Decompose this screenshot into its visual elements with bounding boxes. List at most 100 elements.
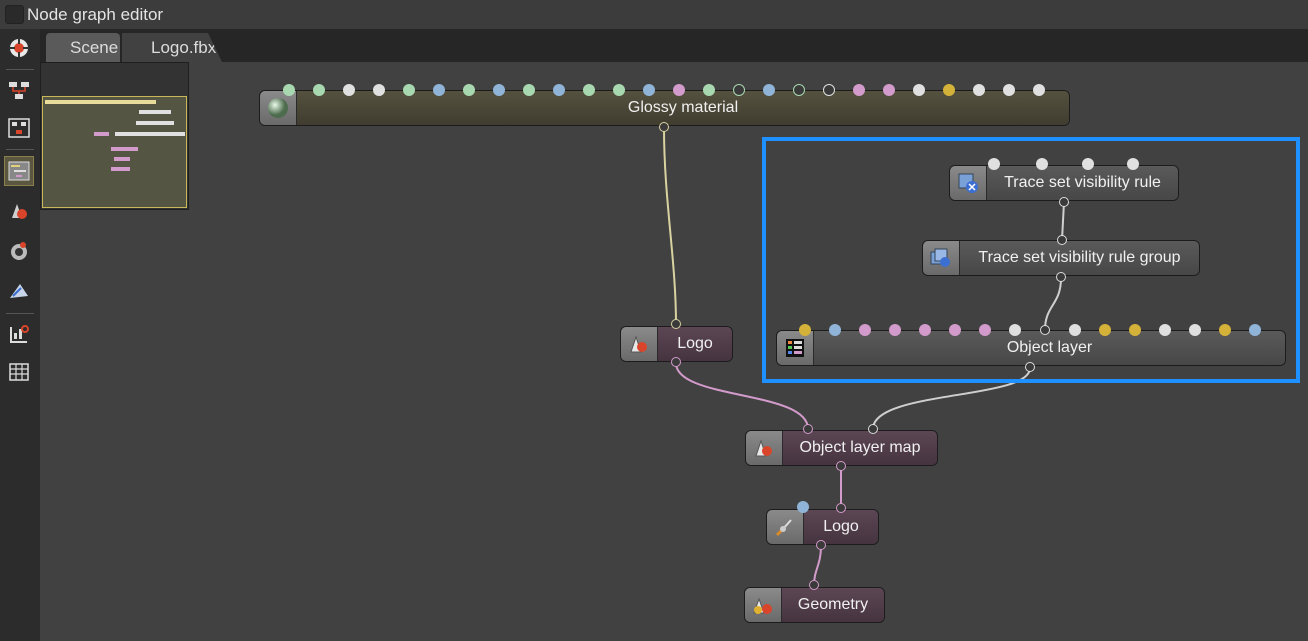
input-pin[interactable] — [1003, 84, 1015, 96]
node-title: Trace set visibility rule — [1004, 174, 1161, 191]
render-target-icon[interactable] — [4, 276, 34, 306]
input-pin[interactable] — [1189, 324, 1201, 336]
input-port[interactable] — [1057, 235, 1067, 245]
node-object-layer-map[interactable]: Object layer map — [745, 430, 938, 466]
input-pin[interactable] — [943, 84, 955, 96]
output-port[interactable] — [1056, 272, 1066, 282]
input-pin[interactable] — [853, 84, 865, 96]
node-title: Object layer — [1006, 339, 1093, 356]
trace-rule-group-icon — [923, 241, 960, 275]
input-pin[interactable] — [973, 84, 985, 96]
input-port[interactable] — [868, 424, 878, 434]
minimap-viewport[interactable] — [42, 96, 187, 208]
selection-box — [762, 137, 1300, 383]
window-titlebar: Node graph editor — [0, 0, 1308, 29]
output-port[interactable] — [659, 122, 669, 132]
input-port[interactable] — [809, 580, 819, 590]
input-pin[interactable] — [463, 84, 475, 96]
node-title: Logo — [677, 335, 713, 352]
input-pin[interactable] — [1082, 158, 1094, 170]
tab-scene[interactable]: Scene — [46, 33, 120, 62]
input-pin[interactable] — [949, 324, 961, 336]
input-pin[interactable] — [343, 84, 355, 96]
input-pin[interactable] — [797, 501, 809, 513]
tab-scene-label: Scene — [70, 38, 119, 57]
window-menu-icon[interactable] — [5, 5, 24, 24]
node-title: Logo — [823, 518, 859, 535]
output-port[interactable] — [836, 461, 846, 471]
camera-node-icon[interactable] — [4, 236, 34, 266]
input-port[interactable] — [1040, 325, 1050, 335]
input-pin[interactable] — [283, 84, 295, 96]
tab-bar: Scene ✕ Logo.fbx — [40, 29, 1308, 62]
input-pin[interactable] — [433, 84, 445, 96]
input-pin[interactable] — [523, 84, 535, 96]
output-port[interactable] — [671, 357, 681, 367]
graph-layout-icon[interactable] — [4, 76, 34, 106]
input-port[interactable] — [836, 503, 846, 513]
node-title: Trace set visibility rule group — [978, 249, 1181, 266]
graph-minimap[interactable] — [40, 62, 189, 210]
input-pin[interactable] — [1069, 324, 1081, 336]
transform-icon — [767, 510, 804, 544]
input-pin[interactable] — [403, 84, 415, 96]
graph-expand-icon[interactable] — [4, 113, 34, 143]
output-port[interactable] — [1025, 362, 1035, 372]
window-title: Node graph editor — [27, 5, 164, 24]
input-pin[interactable] — [988, 158, 1000, 170]
input-pin[interactable] — [919, 324, 931, 336]
input-pin[interactable] — [889, 324, 901, 336]
input-port[interactable] — [671, 319, 681, 329]
input-pin[interactable] — [913, 84, 925, 96]
node-title: Object layer map — [799, 439, 921, 456]
input-pin[interactable] — [823, 84, 835, 96]
input-pin[interactable] — [553, 84, 565, 96]
input-pin[interactable] — [829, 324, 841, 336]
input-pin[interactable] — [763, 84, 775, 96]
input-pin[interactable] — [733, 84, 745, 96]
mesh-icon — [621, 327, 658, 361]
input-port[interactable] — [803, 424, 813, 434]
input-pin[interactable] — [1036, 158, 1048, 170]
input-pin[interactable] — [979, 324, 991, 336]
node-geometry[interactable]: Geometry — [744, 587, 885, 623]
input-pin[interactable] — [1033, 84, 1045, 96]
input-pin[interactable] — [1009, 324, 1021, 336]
input-pin[interactable] — [1219, 324, 1231, 336]
input-pin[interactable] — [883, 84, 895, 96]
output-port[interactable] — [816, 540, 826, 550]
trace-rule-icon — [950, 166, 987, 200]
layer-map-icon — [746, 431, 783, 465]
material-node-icon[interactable] — [4, 196, 34, 226]
input-pin[interactable] — [1159, 324, 1171, 336]
input-pin[interactable] — [703, 84, 715, 96]
input-pin[interactable] — [859, 324, 871, 336]
object-layer-icon — [777, 331, 814, 365]
input-pin[interactable] — [313, 84, 325, 96]
tab-logo-fbx[interactable]: Logo.fbx — [122, 33, 222, 62]
input-pin[interactable] — [1099, 324, 1111, 336]
node-glossy-material[interactable]: Glossy material — [259, 90, 1070, 126]
input-pin[interactable] — [793, 84, 805, 96]
minimap-toggle-icon[interactable] — [4, 156, 34, 186]
toolbar — [0, 29, 40, 641]
wire-glossy-to-logo — [663, 127, 677, 325]
input-pin[interactable] — [493, 84, 505, 96]
node-object-layer[interactable]: Object layer — [776, 330, 1286, 366]
input-pin[interactable] — [1129, 324, 1141, 336]
node-logo-transform[interactable]: Logo — [766, 509, 879, 545]
node-trace-set-visibility-rule-group[interactable]: Trace set visibility rule group — [922, 240, 1200, 276]
input-pin[interactable] — [613, 84, 625, 96]
node-trace-set-visibility-rule[interactable]: Trace set visibility rule — [949, 165, 1179, 201]
input-pin[interactable] — [373, 84, 385, 96]
input-pin[interactable] — [1127, 158, 1139, 170]
input-pin[interactable] — [673, 84, 685, 96]
input-pin[interactable] — [1249, 324, 1261, 336]
output-port[interactable] — [1059, 197, 1069, 207]
grid-table-icon[interactable] — [4, 357, 34, 387]
input-pin[interactable] — [799, 324, 811, 336]
input-pin[interactable] — [643, 84, 655, 96]
node-inspector-icon[interactable] — [4, 319, 34, 349]
input-pin[interactable] — [583, 84, 595, 96]
select-target-icon[interactable] — [4, 33, 34, 63]
